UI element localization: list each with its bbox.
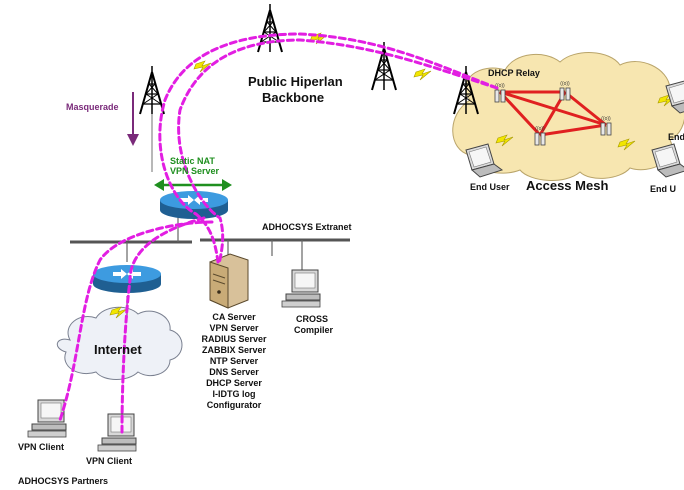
antenna-tower-icon [139, 65, 165, 115]
server-service-label: RADIUS Server [201, 334, 267, 344]
internet-cloud [56, 306, 183, 380]
cross-label-line1: CROSS [296, 314, 328, 324]
workstation-icon [97, 413, 137, 452]
server-service-label: DHCP Server [206, 378, 262, 388]
router-icon [93, 265, 161, 293]
internet-label: Internet [94, 342, 142, 357]
router-icon [160, 191, 228, 219]
extranet-label: ADHOCSYS Extranet [262, 222, 352, 232]
access-mesh-label: Access Mesh [526, 178, 608, 193]
vpn-tunnels [58, 32, 499, 434]
server-service-label: CA Server [212, 312, 256, 322]
backbone-label-line2: Backbone [262, 90, 324, 105]
lightning-bolt-icon [413, 68, 432, 81]
server-service-label: I-IDTG log [213, 389, 256, 399]
server-service-label: Configurator [207, 400, 262, 410]
dhcp-relay-label: DHCP Relay [488, 68, 540, 78]
laptop-icon [651, 143, 684, 178]
server-services-list: CA Server VPN Server RADIUS Server ZABBI… [201, 312, 267, 410]
server-icon [209, 253, 249, 309]
server-service-label: ZABBIX Server [202, 345, 267, 355]
server-service-label: NTP Server [210, 356, 259, 366]
workstation-icon [281, 269, 321, 308]
vpn-server-router-label: VPN Server [170, 166, 220, 176]
cross-label-line2: Compiler [294, 325, 334, 335]
backbone-label-line1: Public Hiperlan [248, 74, 343, 89]
masquerade-label: Masquerade [66, 102, 119, 112]
server-service-label: DNS Server [209, 367, 259, 377]
static-nat-label: Static NAT [170, 156, 215, 166]
vpn-client-label: VPN Client [18, 442, 64, 452]
end-user-label: End U [668, 132, 684, 142]
vpn-client-label: VPN Client [86, 456, 132, 466]
end-user-label: End U [650, 184, 676, 194]
end-user-label: End User [470, 182, 510, 192]
partners-label: ADHOCSYS Partners [18, 476, 108, 486]
server-service-label: VPN Server [209, 323, 259, 333]
